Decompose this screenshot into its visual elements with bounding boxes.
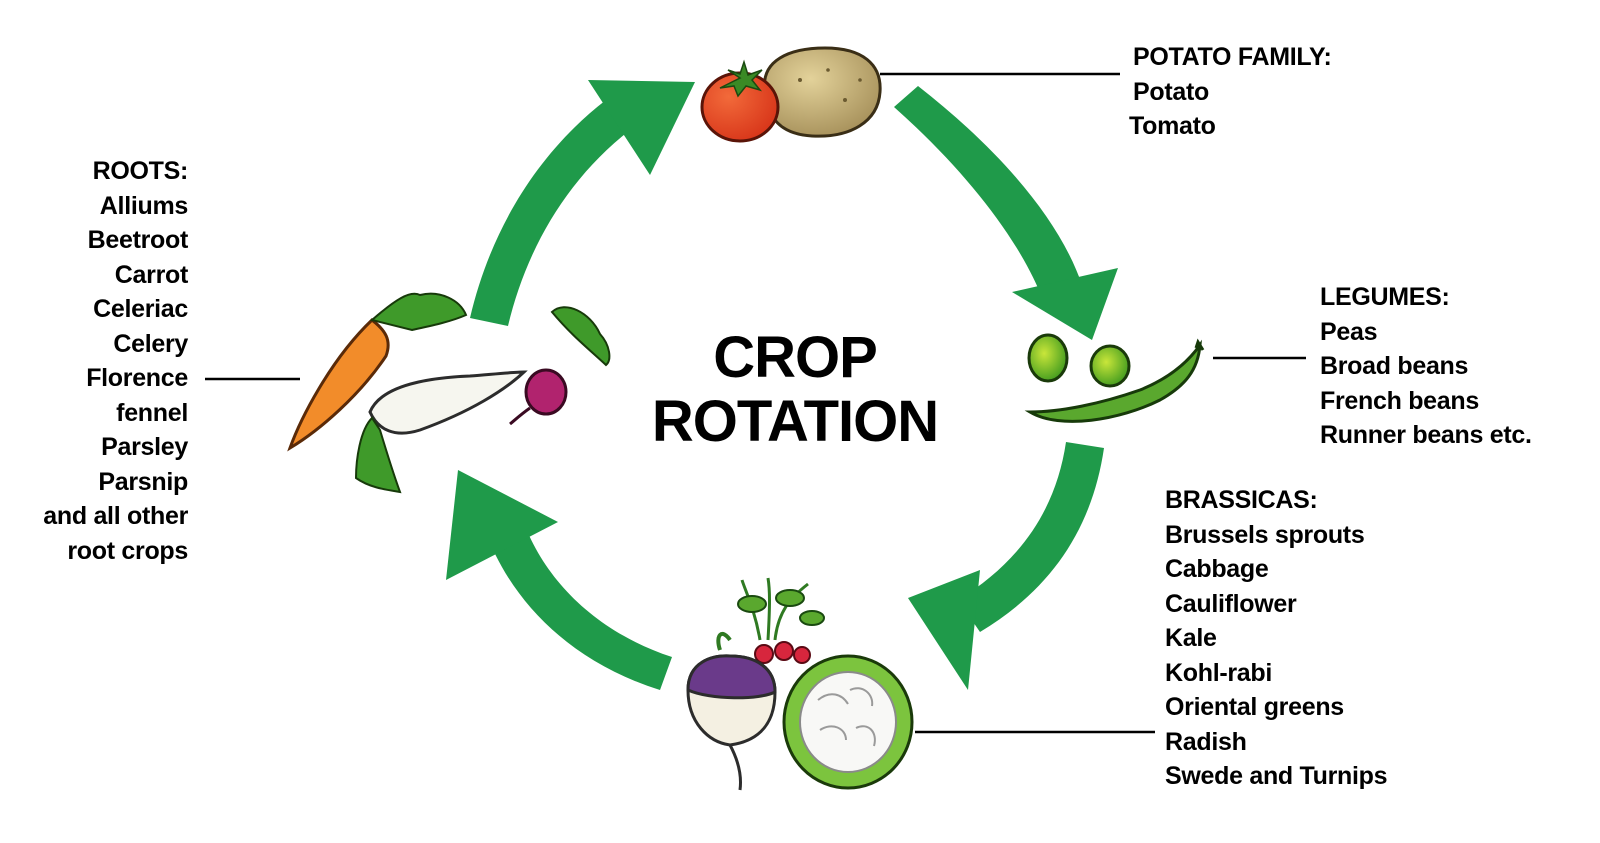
list-item: Broad beans <box>1320 349 1532 384</box>
legumes-illustration <box>1029 335 1203 421</box>
arrow-legumes-to-brassicas <box>908 442 1104 690</box>
potato-icon <box>764 48 880 136</box>
parsnip-icon <box>356 372 524 492</box>
list-item: Swede and Turnips <box>1165 759 1387 794</box>
list-item: Parsley <box>10 430 188 465</box>
list-item: Celeriac <box>10 292 188 327</box>
beetroot-icon <box>510 307 609 424</box>
roots-label: ROOTS: Alliums Beetroot Carrot Celeriac … <box>10 154 188 568</box>
list-item: French beans <box>1320 384 1532 419</box>
list-item: Potato <box>1133 75 1332 110</box>
list-item: Kale <box>1165 621 1387 656</box>
list-item: Alliums <box>10 189 188 224</box>
list-item: Cabbage <box>1165 552 1387 587</box>
diagram-title: CROP ROTATION <box>630 326 960 454</box>
list-item: Brussels sprouts <box>1165 518 1387 553</box>
cauliflower-icon <box>784 656 912 788</box>
list-item: Carrot <box>10 258 188 293</box>
list-item: fennel <box>10 396 188 431</box>
radish-icon <box>738 578 824 663</box>
arrow-potato-to-legumes <box>894 86 1118 340</box>
list-item: Parsnip <box>10 465 188 500</box>
list-item: Peas <box>1320 315 1532 350</box>
brassicas-label: BRASSICAS: Brussels sprouts Cabbage Caul… <box>1165 483 1387 794</box>
legumes-label: LEGUMES: Peas Broad beans French beans R… <box>1320 280 1532 453</box>
list-item: Kohl-rabi <box>1165 656 1387 691</box>
list-item: Runner beans etc. <box>1320 418 1532 453</box>
title-line-2: ROTATION <box>630 390 960 454</box>
arrow-brassicas-to-roots <box>446 470 672 690</box>
potato-family-label: POTATO FAMILY: Potato Tomato <box>1133 40 1332 144</box>
list-item: root crops <box>10 534 188 569</box>
roots-heading: ROOTS: <box>10 154 188 189</box>
roots-illustration <box>290 294 609 492</box>
list-item: Beetroot <box>10 223 188 258</box>
list-item: and all other <box>10 499 188 534</box>
brassicas-heading: BRASSICAS: <box>1165 483 1387 518</box>
list-item: Oriental greens <box>1165 690 1387 725</box>
potato-family-illustration <box>702 48 880 141</box>
list-item: Radish <box>1165 725 1387 760</box>
title-line-1: CROP <box>630 326 960 390</box>
arrow-roots-to-potato <box>470 80 695 326</box>
legumes-heading: LEGUMES: <box>1320 280 1532 315</box>
list-item: Cauliflower <box>1165 587 1387 622</box>
list-item: Florence <box>10 361 188 396</box>
brassicas-illustration <box>688 578 912 790</box>
list-item: Celery <box>10 327 188 362</box>
potato-family-heading: POTATO FAMILY: <box>1133 40 1332 75</box>
pea-icon <box>1029 335 1129 386</box>
list-item: Tomato <box>1129 109 1332 144</box>
